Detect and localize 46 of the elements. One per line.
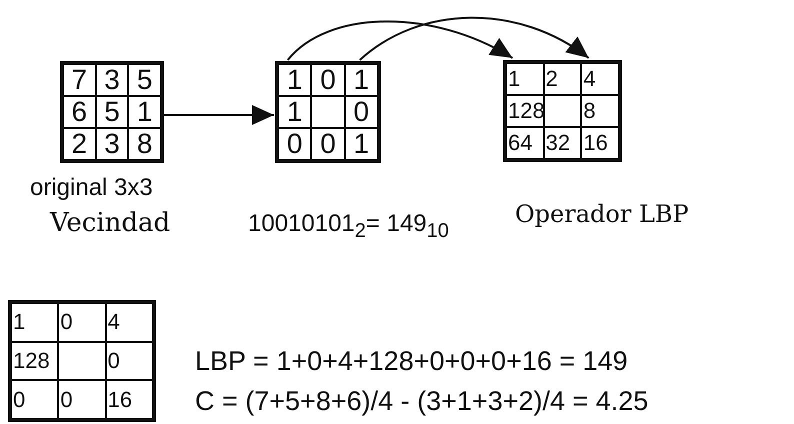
table-cell: 0 (311, 128, 345, 160)
table-cell: 0 (278, 128, 312, 160)
table-cell: 6 (63, 96, 96, 128)
node-label: Operador LBP (515, 200, 689, 228)
arrow (164, 105, 274, 125)
table-cell: 3 (96, 64, 128, 96)
table-cell: 0 (58, 380, 106, 419)
table-cell: 8 (128, 128, 161, 160)
table-cell: 1 (11, 303, 58, 342)
table-cell: 1 (344, 128, 378, 160)
node-label: Vecindad (50, 208, 170, 238)
table-cell: 1 (344, 64, 378, 96)
arrow (359, 16, 590, 61)
table-cell: 0 (106, 342, 153, 380)
table-cell: 1 (278, 96, 312, 128)
table-cell: 16 (106, 380, 153, 419)
table-cell: 1 (506, 63, 544, 95)
number-grid (60, 61, 164, 163)
table-cell: 3 (96, 128, 128, 160)
table-cell: 0 (311, 64, 345, 96)
node-label: 10010101$_{2}$= 149$_{10}$ (248, 210, 449, 243)
number-grid (275, 61, 381, 163)
table-cell: 8 (581, 95, 619, 127)
arrow (287, 20, 513, 61)
table-cell: 1 (278, 64, 312, 96)
formula-text: LBP = 1+0+4+128+0+0+0+16 = 149 (195, 346, 628, 377)
table-cell: 128 (11, 342, 58, 380)
table-cell: 5 (96, 96, 128, 128)
number-grid (503, 60, 622, 162)
table-cell: 4 (106, 303, 153, 342)
table-cell: 0 (11, 380, 58, 419)
node-label: original 3x3 (30, 174, 153, 202)
table-cell: 2 (544, 63, 582, 95)
table-cell: 32 (544, 127, 582, 159)
table-cell: 16 (581, 127, 619, 159)
number-grid (8, 300, 156, 422)
table-cell: 128 (506, 95, 544, 127)
table-cell: 0 (58, 303, 106, 342)
formula-text: C = (7+5+8+6)/4 - (3+1+3+2)/4 = 4.25 (195, 386, 648, 417)
table-cell: 64 (506, 127, 544, 159)
table-cell: 0 (344, 96, 378, 128)
table-cell: 5 (128, 64, 161, 96)
table-cell: 7 (63, 64, 96, 96)
table-cell: 1 (128, 96, 161, 128)
table-cell: 2 (63, 128, 96, 160)
table-cell: 4 (581, 63, 619, 95)
